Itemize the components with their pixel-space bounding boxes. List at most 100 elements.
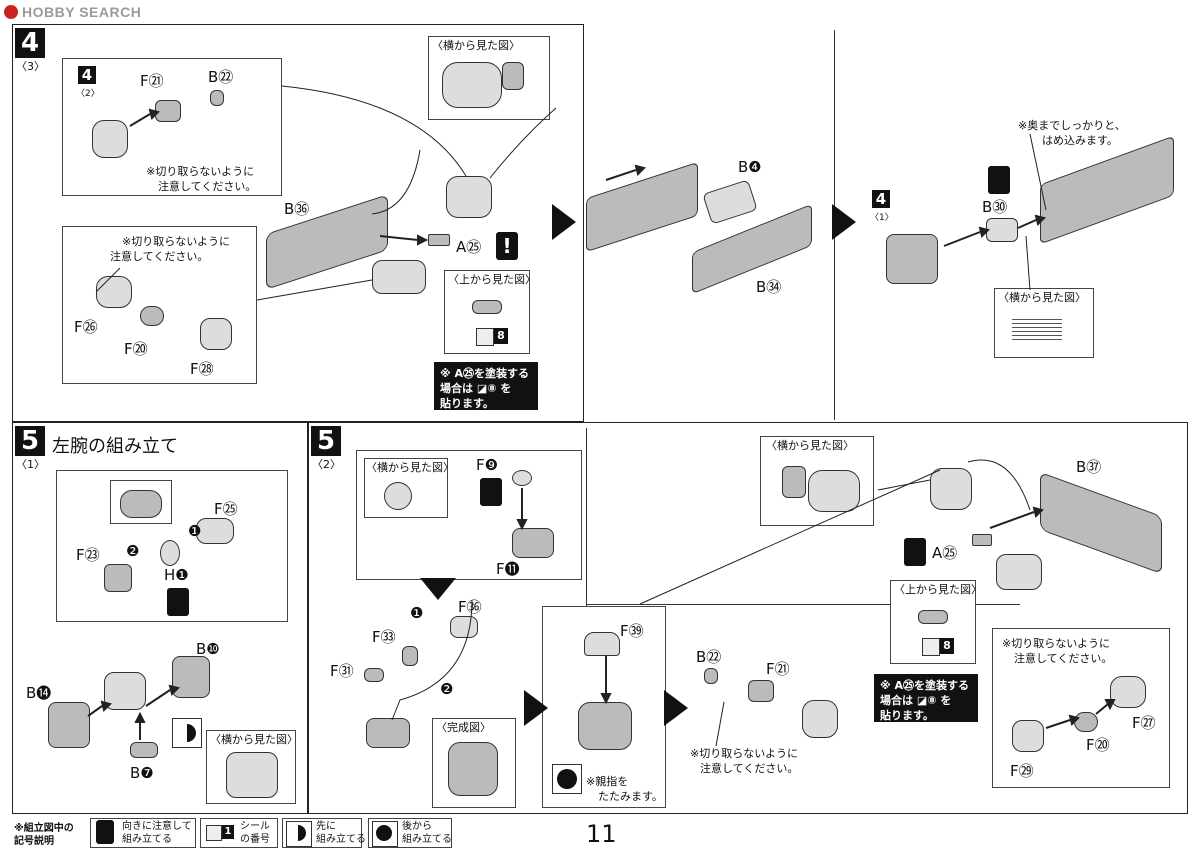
complete-hand	[448, 742, 498, 796]
top-view-label: 〈上から見た図〉	[448, 273, 536, 286]
part-f27	[1110, 676, 1146, 708]
label-b34: B㉞	[756, 278, 782, 296]
assemble-later-icon	[372, 821, 398, 847]
part-h1	[160, 540, 180, 566]
caution-text-4: ※切り取らないように 注意してください。	[1002, 637, 1113, 665]
inset-box-hand	[62, 226, 257, 384]
substep-number: 〈3〉	[16, 60, 45, 73]
warning-icon: !	[496, 232, 518, 260]
legend-text-later: 後から 組み立てる	[402, 821, 452, 845]
inset-step-number: 4	[78, 66, 96, 84]
label-f23: F㉓	[76, 546, 100, 564]
part-b7	[130, 742, 158, 758]
part-hand-top	[446, 176, 492, 218]
label-f20: F⑳	[124, 340, 148, 358]
label-f27: F㉗	[1132, 714, 1156, 732]
side-view-label-2: 〈横から見た図〉	[998, 291, 1086, 304]
part-f28	[200, 318, 232, 350]
label-f11: F⓫	[496, 560, 520, 578]
part-f33	[402, 646, 418, 666]
part-f25	[196, 518, 234, 544]
complete-view-label: 〈完成図〉	[436, 721, 491, 734]
push-in-note: ※奥までしっかりと、 はめ込みます。	[1018, 119, 1126, 147]
step4-1-number: 4	[872, 190, 890, 208]
substep-number: 〈1〉	[16, 458, 45, 471]
label-b14: B⓮	[26, 684, 52, 702]
part-f29	[1012, 720, 1044, 752]
section-title: 左腕の組み立て	[52, 436, 178, 457]
divider-h	[586, 604, 1020, 605]
top-view-label-2: 〈上から見た図〉	[894, 583, 982, 596]
part-a25	[972, 534, 992, 546]
part-b30	[986, 218, 1018, 242]
part-b22	[210, 90, 224, 106]
label-b7: B❼	[130, 764, 154, 782]
side-view-label-3: 〈横から見た図〉	[210, 733, 298, 746]
seal-number: 8	[940, 638, 954, 654]
label-a25: A㉕	[456, 238, 482, 256]
page-number: 11	[586, 820, 617, 848]
label-f29: F㉙	[1010, 762, 1034, 780]
label-b30: B㉚	[982, 198, 1008, 216]
divider-v2	[586, 428, 587, 606]
legend-text-seal: シール の番号	[240, 821, 270, 845]
part-hand-thumb	[578, 702, 632, 750]
seal-icon	[476, 328, 494, 346]
part-b10	[172, 656, 210, 698]
next-step-arrow	[832, 204, 856, 240]
next-step-arrow	[552, 204, 576, 240]
part-f11	[512, 528, 554, 558]
label-f25: F㉕	[214, 500, 238, 518]
side-view-label-4: 〈横から見た図〉	[366, 461, 454, 474]
label-f20: F⑳	[1086, 736, 1110, 754]
part-a25	[428, 234, 450, 246]
seal-icon	[206, 825, 222, 841]
part-f39	[584, 632, 620, 656]
part-f26	[96, 276, 132, 308]
label-b10: B❿	[196, 640, 220, 658]
step-number: 5	[15, 426, 45, 456]
part-f9	[512, 470, 532, 486]
label-f36: F㊱	[458, 598, 482, 616]
thumb-note: ※親指を たたみます。	[586, 775, 663, 803]
label-f39: F㊴	[620, 622, 644, 640]
caution-text-2: ※切り取らないように注意してください。	[110, 235, 230, 263]
side-view-thumb	[502, 62, 524, 90]
side-view-stripes	[1012, 316, 1062, 342]
down-arrow	[420, 578, 456, 600]
label-f21: F㉑	[766, 660, 790, 678]
order-1: ❶	[188, 522, 202, 540]
top-view-part-2	[918, 610, 948, 624]
part-shoulder-joint	[886, 234, 938, 284]
side-view-label: 〈横から見た図〉	[432, 39, 520, 52]
logo-mark-icon	[4, 5, 18, 19]
side-view-hand-2	[808, 470, 860, 512]
label-b22: B㉒	[208, 68, 234, 86]
part-wrist-2	[996, 554, 1042, 590]
legend-title: ※組立図中の 記号説明	[14, 823, 74, 847]
next-step-arrow	[524, 690, 548, 726]
caution-text-1: ※切り取らないように注意してください。	[146, 165, 257, 193]
warning-icon	[96, 820, 114, 844]
label-b4: B❹	[738, 158, 762, 176]
warning-icon	[988, 166, 1010, 194]
next-step-arrow	[664, 690, 688, 726]
inset-substep: 〈2〉	[76, 89, 100, 99]
label-f26: F㉖	[74, 318, 98, 336]
part-hand-cover	[802, 700, 838, 738]
label-h1: H❶	[164, 566, 189, 584]
paint-note-2: ※ A㉕を塗装する 場合は ◪⑧ を 貼ります。	[874, 674, 978, 722]
legend-text-warning: 向きに注意して 組み立てる	[122, 821, 192, 845]
part-b22	[704, 668, 718, 684]
part-f23	[104, 564, 132, 592]
legend-text-first: 先に 組み立てる	[316, 821, 366, 845]
step-number: 5	[311, 426, 341, 456]
label-f31: F㉛	[330, 662, 354, 680]
caution-text-3: ※切り取らないように 注意してください。	[690, 747, 799, 775]
substep-number: 〈2〉	[312, 458, 341, 471]
part-f20	[140, 306, 164, 326]
part-b14	[48, 702, 90, 748]
paint-note: ※ A㉕を塗装する 場合は ◪⑧ を 貼ります。	[434, 362, 538, 410]
label-f9: F❾	[476, 456, 499, 474]
